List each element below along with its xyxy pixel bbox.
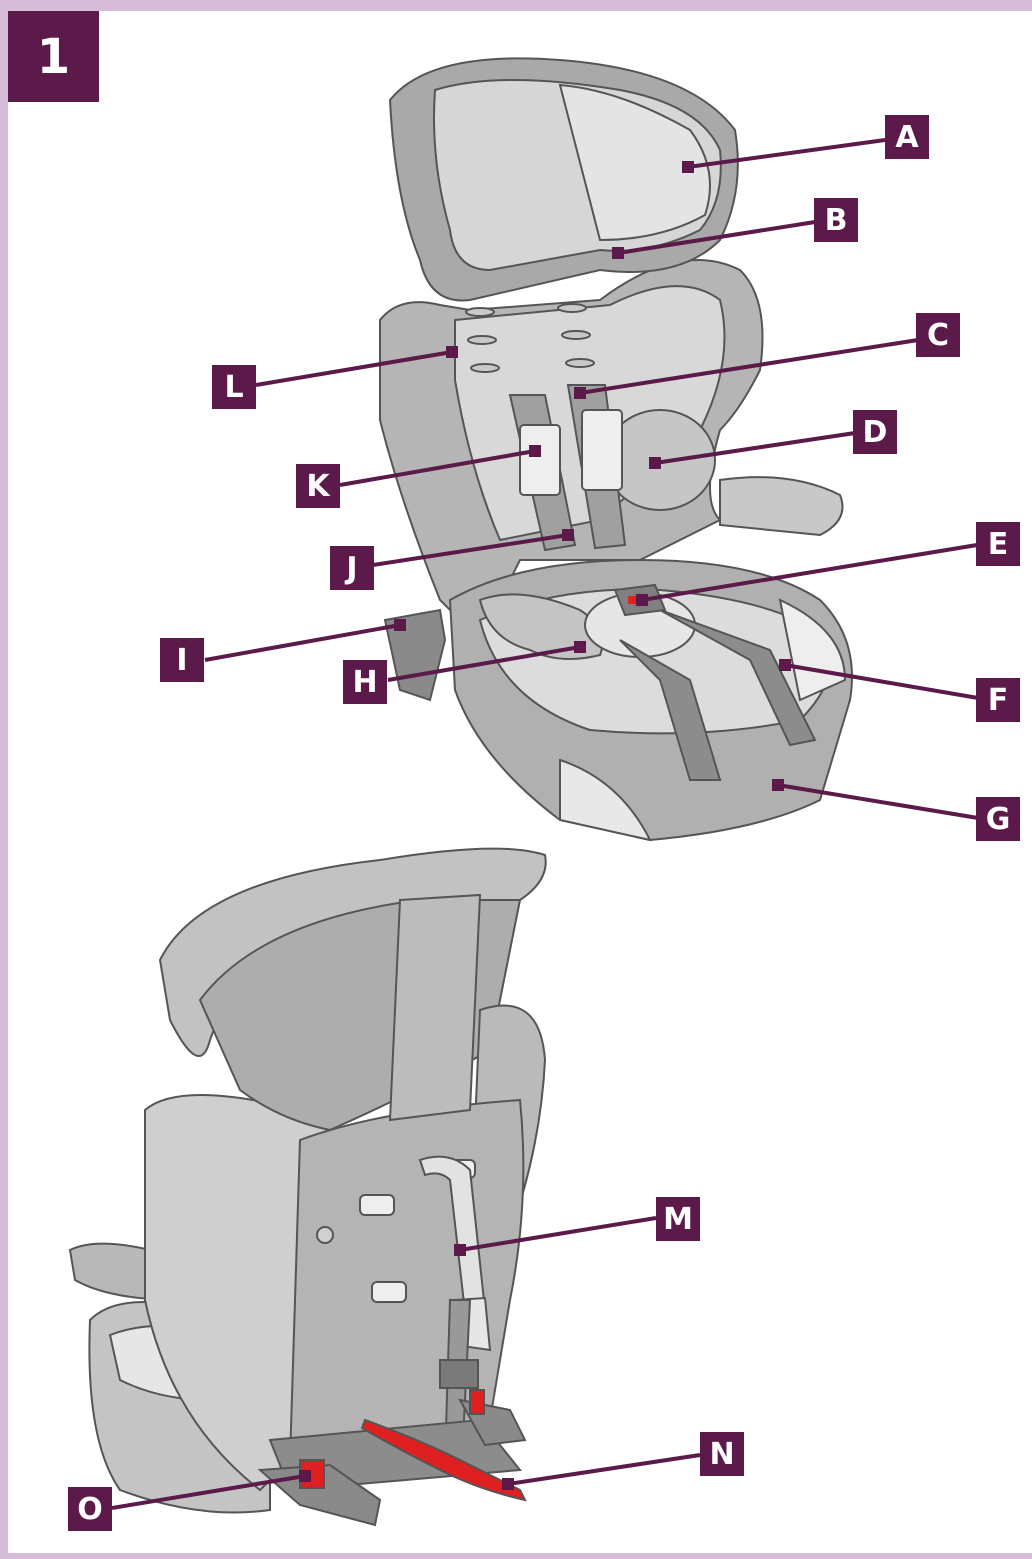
label-e: E — [976, 522, 1020, 566]
label-a: A — [885, 115, 929, 159]
label-f: F — [976, 678, 1020, 722]
seat-front-view — [379, 57, 853, 842]
label-j: J — [330, 546, 374, 590]
leader-o — [111, 1474, 306, 1510]
leader-b — [617, 220, 816, 255]
leader-d — [654, 431, 856, 465]
label-b: B — [814, 198, 858, 242]
leader-a — [687, 138, 886, 169]
label-h: H — [343, 660, 387, 704]
label-n: N — [700, 1432, 744, 1476]
leader-k — [339, 449, 536, 487]
leader-c — [579, 338, 919, 395]
leader-e — [641, 543, 978, 602]
label-m: M — [656, 1197, 700, 1241]
label-g: G — [976, 797, 1020, 841]
leader-j — [372, 533, 569, 567]
label-i: I — [160, 638, 204, 682]
label-d: D — [853, 410, 897, 454]
label-k: K — [296, 464, 340, 508]
label-l: L — [212, 365, 256, 409]
leader-lines — [111, 138, 979, 1510]
leader-g — [777, 783, 979, 820]
seat-rear-view — [68, 847, 547, 1527]
leader-i — [204, 623, 401, 662]
leader-h — [387, 645, 581, 682]
label-o: O — [68, 1487, 112, 1531]
leader-n — [507, 1453, 701, 1486]
leader-l — [255, 350, 453, 387]
leader-m — [459, 1216, 657, 1252]
label-c: C — [916, 313, 960, 357]
figure-number: 1 — [8, 11, 99, 102]
leader-f — [784, 663, 979, 700]
